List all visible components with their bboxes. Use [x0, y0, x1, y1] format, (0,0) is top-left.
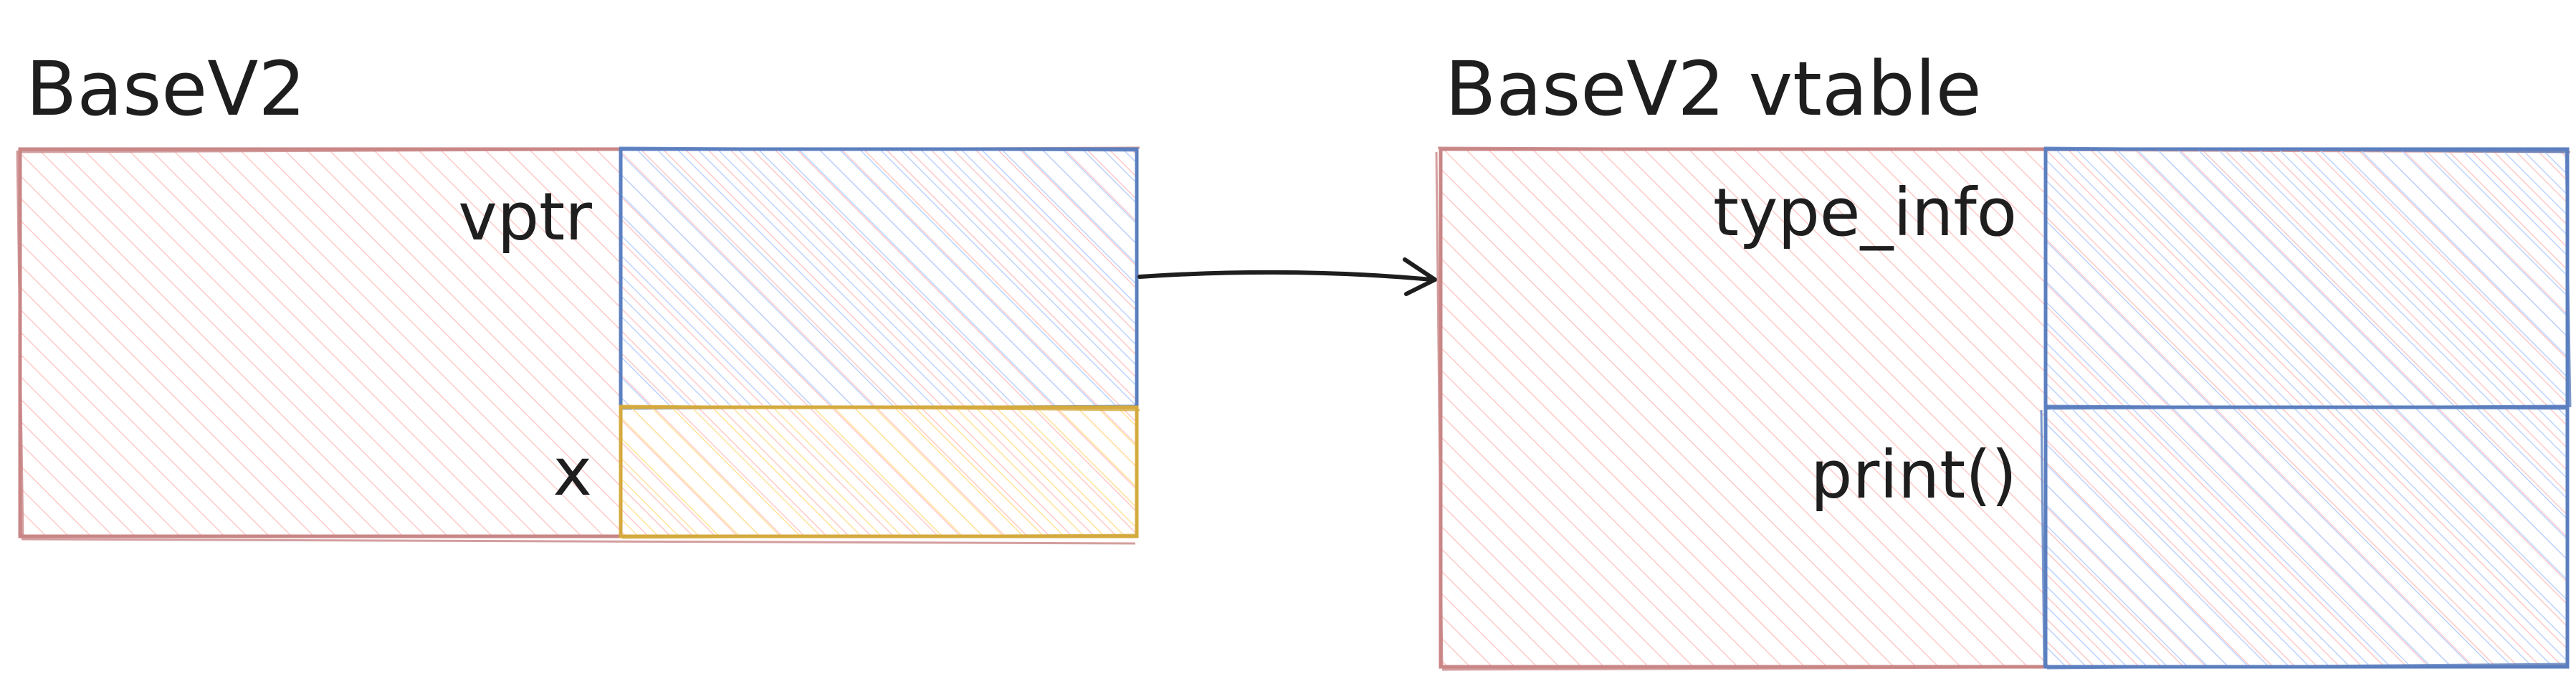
basev2-vtable: BaseV2 vtable type_info print() — [1435, 45, 2572, 671]
basev2-title: BaseV2 — [26, 45, 306, 133]
vptr-cell — [619, 147, 1139, 409]
vtable-entry-print: print() — [1811, 404, 2570, 670]
vtable-entry-type-info: type_info — [1713, 146, 2572, 410]
type-info-label: type_info — [1713, 174, 2017, 251]
vptr-field: vptr — [458, 146, 1139, 410]
vtable-title: BaseV2 vtable — [1445, 45, 1982, 133]
type-info-slot — [2043, 147, 2570, 409]
vptr-arrow — [1137, 257, 1437, 296]
x-label: x — [553, 434, 592, 510]
vptr-label: vptr — [458, 179, 592, 255]
x-field: x — [553, 404, 1140, 539]
x-cell — [619, 405, 1139, 538]
print-label: print() — [1811, 437, 2017, 513]
print-slot — [2043, 405, 2570, 669]
basev2-object: BaseV2 vptr x — [16, 45, 1140, 545]
